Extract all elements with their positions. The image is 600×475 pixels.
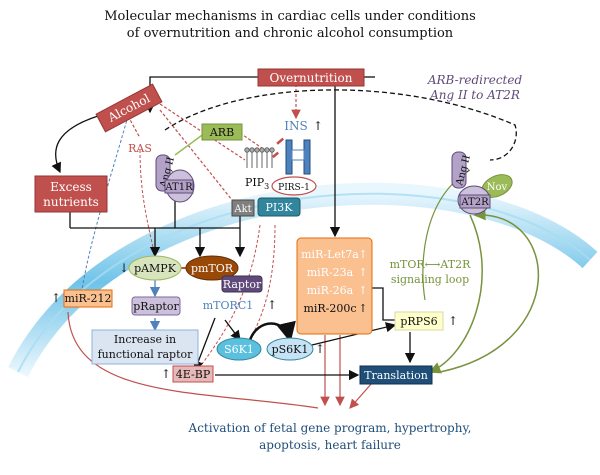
outcome-line-2: apoptosis, heart failure: [259, 438, 401, 452]
ras-label: RAS: [128, 142, 152, 155]
increase-raptor-line-2: functional raptor: [98, 348, 194, 361]
ps6k1-node: [266, 337, 314, 361]
edge-alcohol-ras: [127, 115, 141, 139]
overnutrition-box: [257, 68, 365, 87]
edge-overnutrition-ras: [144, 76, 258, 114]
excess-nutrients-line-2: nutrients: [43, 195, 99, 209]
mtorc1-up-arrow: ↑: [267, 298, 277, 312]
title-line-2: of overnutrition and chronic alcohol con…: [127, 26, 454, 41]
increase-raptor-line-1: Increase in: [114, 333, 176, 346]
mir-26a-up-arrow: ↑: [358, 284, 367, 297]
edge-alcohol-akt: [159, 109, 233, 201]
edge-loop-translation: [439, 208, 540, 373]
pi3k-box: [257, 197, 301, 217]
pi3k-label: PI3K: [266, 201, 294, 214]
mir-let7a-up-arrow: ↑: [358, 248, 367, 261]
prps6-up-arrow: ↑: [448, 314, 458, 328]
s6k1-label: S6K1: [224, 343, 254, 356]
insulin-receptor: [285, 139, 311, 175]
raptor-label: Raptor: [223, 278, 262, 291]
overnutrition-label: Overnutrition: [270, 71, 353, 85]
mir212-label: miR-212: [65, 292, 112, 305]
ins-label: INS: [284, 119, 307, 133]
s6k1-node: [216, 337, 262, 361]
loop-label-line-1: mTOR⟷AT2R: [390, 258, 472, 271]
arb-redirected-line-1: ARB-redirected: [427, 73, 523, 87]
pip3-inhibit-bar: [272, 151, 280, 159]
mir212-box: [63, 289, 113, 308]
translation-box: [359, 365, 433, 385]
arb-redirect-arc: [164, 89, 517, 161]
edge-translation-outcome: [349, 382, 373, 409]
outcome-line-1: Activation of fetal gene program, hypert…: [188, 421, 472, 435]
excess-nutrients-line-1: Excess: [50, 180, 92, 194]
pirs1-inhibit-bar: [276, 137, 285, 145]
alcohol-node: Alcohol: [95, 83, 163, 133]
pirs1-label: PIRS-1: [278, 183, 310, 193]
at1r-label: AT1R: [164, 182, 193, 193]
mir-group-box: [296, 237, 373, 335]
akt-label: Akt: [233, 204, 251, 215]
arb-box: [201, 123, 243, 141]
pampk-label: pAMPK: [134, 262, 177, 275]
four-ebp-up-arrow: ↑: [161, 367, 171, 381]
edge-alcohol-excess: [51, 115, 99, 174]
pampk-node: [128, 255, 182, 281]
praptor-box: [131, 296, 181, 316]
edge-at2r-loop: [428, 214, 483, 374]
mir-200c-up-arrow: ↑: [358, 302, 367, 315]
edge-arb-at1r: [174, 132, 206, 156]
title-line-1: Molecular mechanisms in cardiac cells un…: [104, 9, 476, 24]
edge-s6k1-ps6k1: [248, 320, 296, 343]
mir-23a-up-arrow: ↑: [358, 266, 367, 279]
mir-200c-label: miR-200c: [303, 302, 356, 315]
praptor-label: pRaptor: [133, 300, 179, 313]
at2r-label: AT2R: [460, 197, 489, 208]
pmtor-label: pmTOR: [191, 262, 234, 275]
ins-up-arrow: ↑: [313, 119, 323, 133]
edge-ras-pampk: [139, 149, 156, 259]
prps6-box: [394, 311, 444, 331]
ps6k1-label: pS6K1: [272, 343, 309, 356]
raptor-box: [221, 275, 263, 293]
four-ebp-label: 4E-BP: [176, 368, 211, 381]
edge-mtorc1-s6k1: [224, 319, 241, 342]
at2r-tag: [459, 194, 491, 209]
edge-ps6k1-prps6: [311, 322, 397, 346]
pip3-lipids: [244, 147, 275, 168]
mir-23a-label: miR-23a: [307, 266, 354, 279]
ps6k1-up-arrow: ↑: [315, 342, 325, 356]
mtorc1-label: mTORC1: [203, 299, 253, 312]
nov-label: Nov: [487, 182, 508, 193]
edge-mir212-outcome: [67, 311, 319, 409]
edge-mir-prps6: [372, 287, 395, 321]
mir-let7a-label: miR-Let7a: [301, 248, 359, 261]
pampk-down-arrow: ↓: [119, 261, 129, 275]
arb-redirected-line-2: Ang II to AT2R: [429, 88, 520, 102]
arb-label: ARB: [209, 126, 234, 139]
akt-box: [231, 199, 255, 217]
prps6-label: pRPS6: [400, 315, 437, 328]
translation-label: Translation: [364, 369, 428, 382]
ang-ii-right-box: [451, 151, 467, 189]
increase-raptor-box: [91, 329, 199, 365]
pirs1-node: [271, 176, 317, 196]
four-ebp-box: [172, 365, 214, 383]
pip3-label: PIP3: [245, 176, 269, 191]
at1r-tag: [164, 179, 194, 194]
loop-label-line-2: signaling loop: [391, 273, 469, 286]
edge-arb-pip3: [239, 132, 263, 149]
pmtor-node: [185, 255, 239, 281]
excess-nutrients-box: [34, 175, 108, 213]
mir212-up-arrow: ↑: [51, 291, 61, 305]
mir-26a-label: miR-26a: [307, 284, 354, 297]
